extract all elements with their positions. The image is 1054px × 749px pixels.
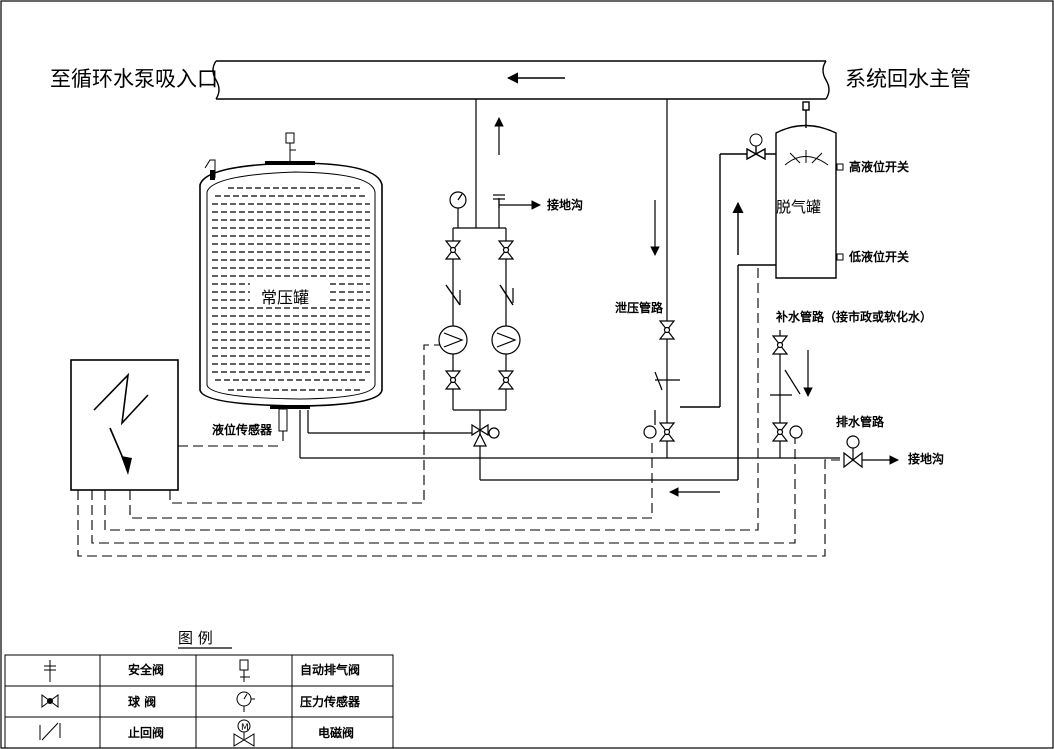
- legend-table: [4, 647, 394, 749]
- control-cabinet: [70, 359, 179, 491]
- header-pipe: [212, 60, 830, 100]
- pressure-relief-line: [643, 99, 680, 458]
- makeup-line-label: 补水管路（接市政或软化水）: [775, 309, 932, 324]
- high-level-switch-label: 高液位开关: [849, 159, 909, 174]
- drain-line-label: 排水管路: [836, 414, 885, 429]
- drain-ditch-top-label: 接地沟: [547, 197, 583, 212]
- legend-check-valve: 止回阀: [128, 725, 164, 740]
- motor-letter-label: M: [241, 723, 249, 733]
- legend-title: 图 例: [178, 629, 213, 647]
- tank-degas-label: 脱气罐: [776, 198, 821, 216]
- header-left-label: 至循环水泵吸入口: [50, 67, 218, 91]
- legend-safety-valve: 安全阀: [128, 662, 164, 677]
- legend-auto-air-vent: 自动排气阀: [300, 662, 360, 677]
- legend-pressure-sensor: 压力传感器: [300, 694, 361, 709]
- makeup-line: [770, 330, 813, 458]
- pressure-sensor-icon: [236, 691, 255, 712]
- check-valve-icon: [39, 722, 61, 741]
- signal-cables: [77, 265, 840, 557]
- auto-air-vent-icon: [239, 659, 250, 682]
- bottom-pipes: [299, 410, 738, 497]
- legend-ball-valve: 球 阀: [128, 694, 156, 709]
- level-sensor-label: 液位传感器: [212, 422, 273, 437]
- degas-tank: [680, 101, 844, 480]
- low-level-switch-label: 低液位开关: [848, 249, 909, 264]
- drain-line: [300, 435, 899, 468]
- pump-station: [438, 99, 541, 480]
- legend-solenoid-valve: 电磁阀: [318, 725, 354, 740]
- pressure-relief-label: 泄压管路: [615, 300, 664, 315]
- drain-ditch-right-label: 接地沟: [908, 451, 944, 466]
- constant-pressure-tank: [199, 132, 383, 432]
- header-right-label: 系统回水主管: [845, 67, 971, 91]
- ball-valve-icon: [41, 694, 59, 708]
- tank-constant-label: 常压罐: [261, 288, 309, 307]
- solenoid-valve-icon: [233, 719, 255, 747]
- safety-valve-icon: [44, 660, 56, 682]
